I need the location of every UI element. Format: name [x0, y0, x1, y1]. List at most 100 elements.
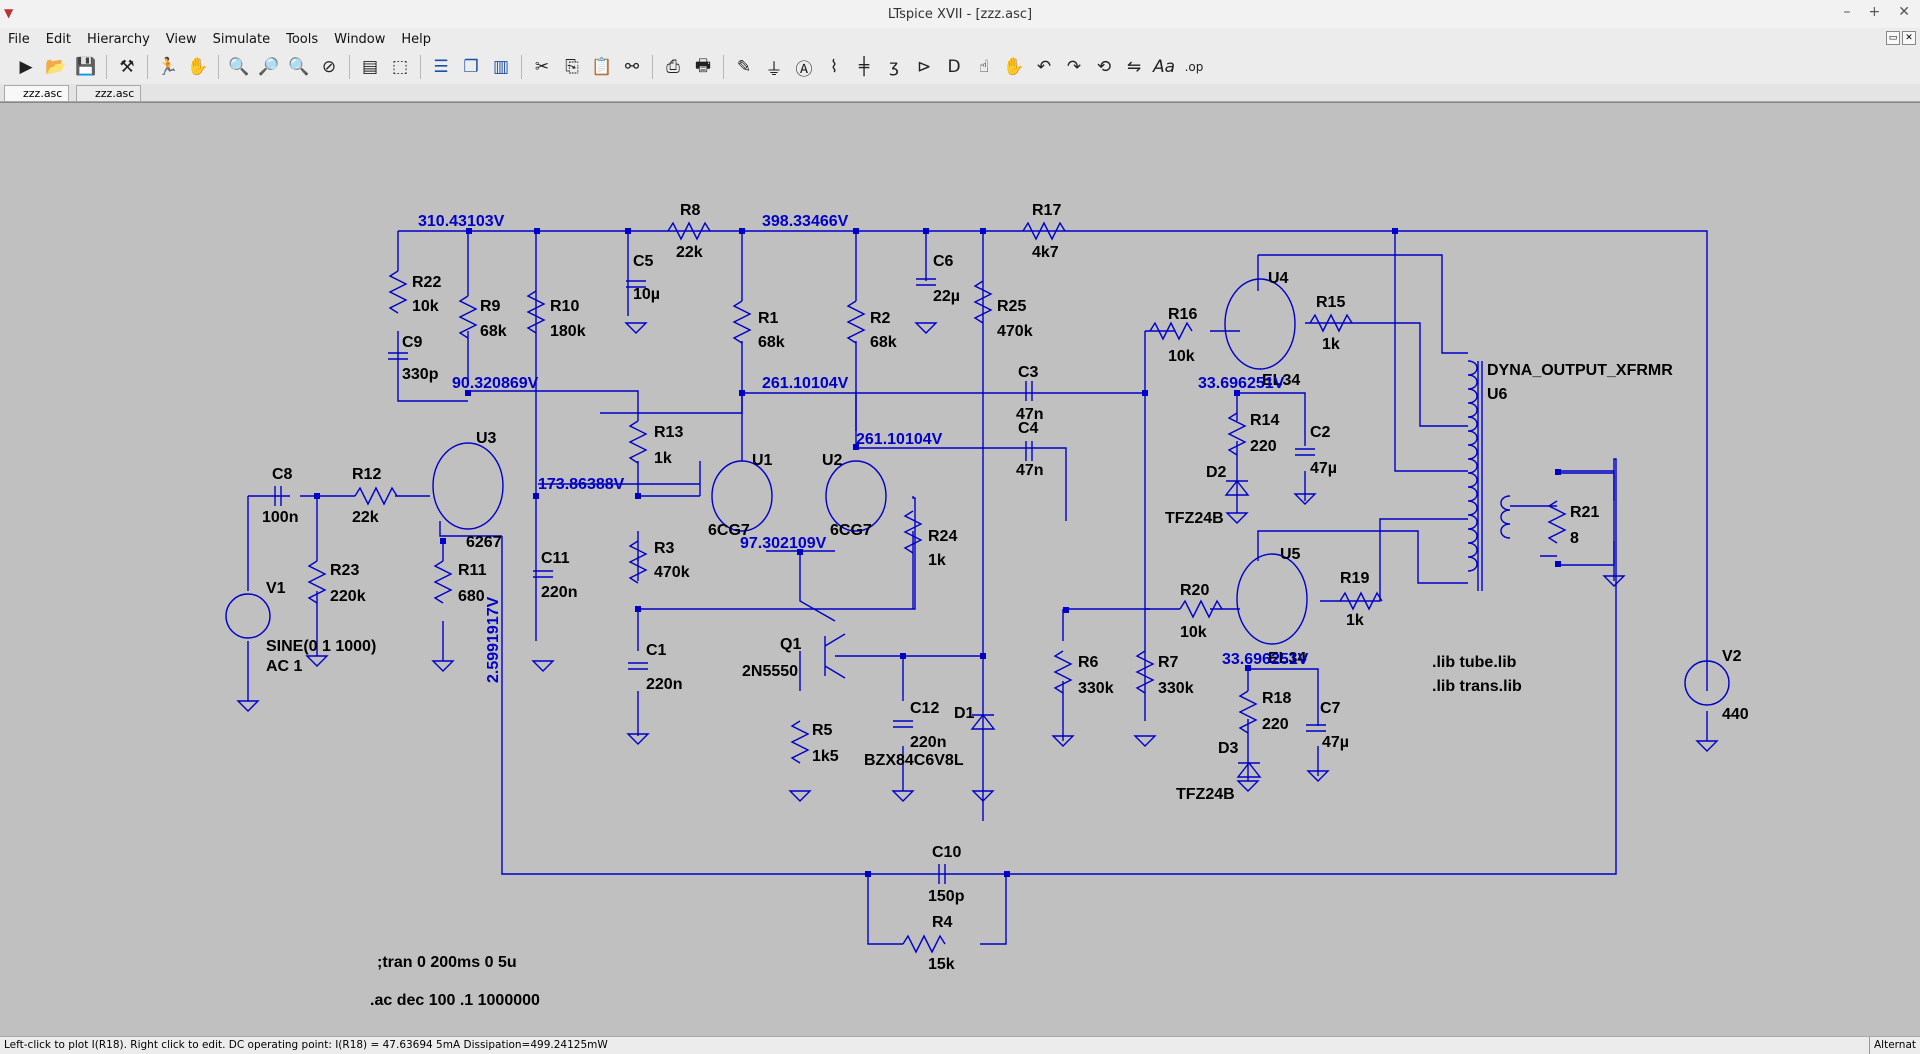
diode-symbols	[970, 479, 1262, 778]
draw-wire-icon[interactable]: ✎	[736, 57, 752, 77]
ref-label: C7	[1320, 700, 1341, 717]
print-icon[interactable]: ⎙	[666, 57, 680, 77]
close-button[interactable]: ✕	[1898, 4, 1910, 20]
menu-simulate[interactable]: Simulate	[212, 31, 271, 47]
save-icon[interactable]: 💾	[75, 57, 97, 77]
value-label: 330p	[402, 366, 439, 383]
voltage-label: 261.10104V	[856, 431, 943, 448]
value-label: 2N5550	[742, 663, 798, 680]
ref-label: C6	[933, 253, 954, 270]
move-icon[interactable]: ☝	[978, 57, 990, 77]
menu-window[interactable]: Window	[334, 31, 386, 47]
cascade-icon[interactable]: ❐	[463, 57, 479, 77]
control-panel-icon[interactable]: ⚒	[119, 57, 135, 77]
ref-label: R10	[550, 298, 579, 315]
resistor-icon[interactable]: ⌇	[829, 57, 839, 77]
ref-label: Q1	[780, 636, 801, 653]
component-icon[interactable]: D	[947, 57, 961, 77]
menu-edit[interactable]: Edit	[45, 31, 71, 47]
value-label: 220	[1262, 716, 1289, 733]
capacitor-icon[interactable]: ╪	[858, 57, 870, 77]
drag-icon[interactable]: ✋	[1003, 57, 1025, 77]
autorange-icon[interactable]: ⬚	[391, 57, 409, 77]
transistor-symbol	[824, 633, 846, 679]
value-label: 10µ	[633, 286, 660, 303]
ref-label: D2	[1206, 464, 1227, 481]
ref-label: C8	[272, 466, 293, 483]
pan-icon[interactable]: ✋	[187, 57, 209, 77]
spice-directive-icon[interactable]: .op	[1184, 60, 1204, 74]
ref-label: R3	[654, 540, 675, 557]
ref-label: R17	[1032, 202, 1061, 219]
ref-label: U1	[752, 452, 773, 469]
maximize-button[interactable]: +	[1868, 4, 1881, 20]
redo-icon[interactable]: ↷	[1066, 57, 1082, 77]
copy-icon[interactable]: ⎘	[565, 57, 579, 77]
ref-label: U3	[476, 430, 497, 447]
value-label: 68k	[480, 323, 507, 340]
value-label: 220k	[330, 588, 366, 605]
value-label: 1k	[654, 450, 672, 467]
find-icon[interactable]: ⚯	[624, 57, 640, 77]
cut-icon[interactable]: ✂	[534, 57, 550, 77]
label-net-icon[interactable]: Ⓐ	[795, 59, 813, 80]
value-label: 22k	[676, 244, 703, 261]
mdi-close-icon[interactable]: ✕	[1902, 31, 1916, 45]
undo-icon[interactable]: ↶	[1036, 57, 1052, 77]
value-label: BZX84C6V8L	[864, 752, 964, 769]
mdi-restore-icon[interactable]: ▭	[1886, 31, 1900, 45]
v1-ref-label: V1	[266, 580, 286, 597]
waveform-icon[interactable]: ▤	[361, 57, 379, 77]
print-setup-icon[interactable]: 🖶	[694, 55, 712, 76]
voltage-label: 261.10104V	[762, 375, 849, 392]
voltage-label: 90.320869V	[452, 375, 539, 392]
value-label: 220n	[646, 676, 682, 693]
tab-waveform[interactable]: zzz.asc	[76, 85, 142, 101]
value-label: 1k	[1346, 612, 1364, 629]
menu-hierarchy[interactable]: Hierarchy	[86, 31, 150, 47]
status-mode: Alternat	[1868, 1037, 1920, 1054]
window-title: LTspice XVII - [zzz.asc]	[887, 6, 1033, 22]
toolbar-separator	[218, 55, 219, 79]
toolbar-separator	[420, 55, 421, 79]
menu-tools[interactable]: Tools	[286, 31, 319, 47]
diode-icon[interactable]: ⊳	[916, 57, 932, 77]
menu-help[interactable]: Help	[401, 31, 432, 47]
value-label: 180k	[550, 323, 586, 340]
menu-view[interactable]: View	[165, 31, 197, 47]
mirror-icon[interactable]: ⇋	[1126, 57, 1142, 77]
zoom-in-icon[interactable]: 🔍	[228, 57, 250, 77]
inductor-icon[interactable]: ʒ	[889, 57, 899, 77]
ref-label: R6	[1078, 654, 1099, 671]
zoom-area-icon[interactable]: 🔎	[258, 57, 280, 77]
open-icon[interactable]: 📂	[45, 57, 67, 77]
ref-label: C10	[932, 844, 961, 861]
xfmr-name-label: DYNA_OUTPUT_XFRMR	[1487, 362, 1673, 379]
tile-horizontal-icon[interactable]: ☰	[433, 57, 449, 77]
menu-file[interactable]: File	[8, 31, 30, 47]
zoom-out-icon[interactable]: 🔍	[288, 57, 310, 77]
value-label: TFZ24B	[1165, 510, 1224, 527]
ref-label: R11	[458, 562, 487, 579]
run-icon[interactable]: ▶	[19, 57, 33, 77]
voltage-source-symbols	[225, 593, 1730, 706]
app-icon: ▼	[4, 6, 14, 20]
value-label: 1k5	[812, 748, 839, 765]
ground-icon[interactable]: ⏚	[765, 59, 783, 80]
halt-icon[interactable]: 🏃	[157, 57, 179, 77]
toolbar-separator	[106, 55, 107, 79]
minimize-button[interactable]: –	[1843, 4, 1851, 20]
value-label: 470k	[654, 564, 690, 581]
paste-icon[interactable]: 📋	[591, 57, 613, 77]
rotate-icon[interactable]: ⟲	[1096, 57, 1112, 77]
tile-vertical-icon[interactable]: ▥	[492, 57, 510, 77]
value-label: 22k	[352, 509, 379, 526]
zoom-cancel-icon[interactable]: ⊘	[321, 57, 337, 77]
tab-schematic[interactable]: zzz.asc	[4, 85, 70, 101]
text-icon[interactable]: Aa	[1152, 57, 1176, 77]
ref-label: R15	[1316, 294, 1345, 311]
value-label: 47µ	[1322, 734, 1349, 751]
